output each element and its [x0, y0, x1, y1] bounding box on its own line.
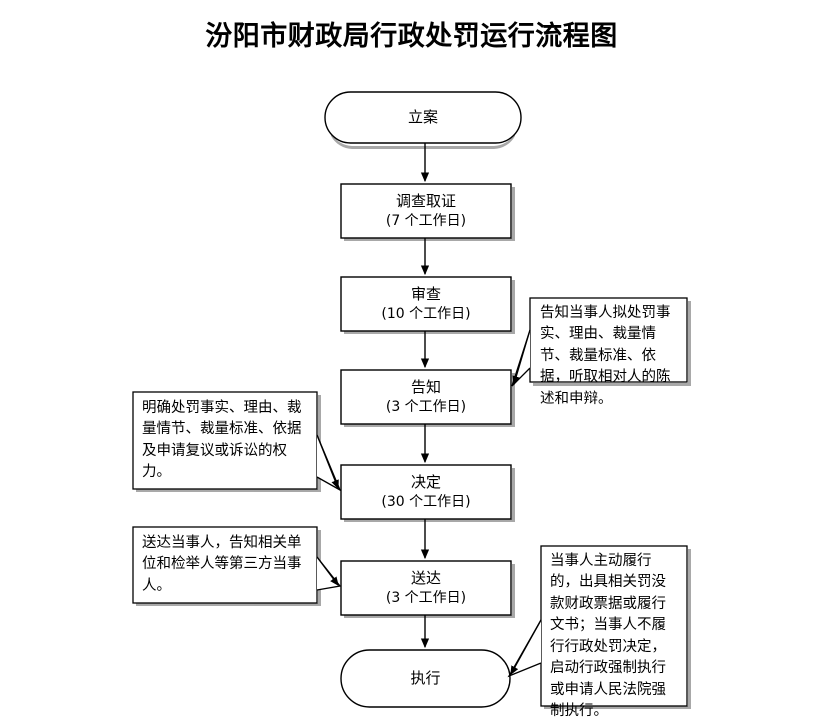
node-songDa[interactable]: 送达 (3 个工作日) — [341, 569, 511, 607]
node-duration-songDa: (3 个工作日) — [385, 589, 467, 606]
node-liAn[interactable]: 立案 — [325, 108, 521, 128]
node-label-zhiXing: 执行 — [410, 669, 441, 687]
node-label-songDa: 送达 — [410, 569, 441, 587]
node-zhiXing[interactable]: 执行 — [341, 669, 510, 689]
node-label-liAn: 立案 — [407, 108, 438, 126]
node-duration-diaoChaQuZheng: (7 个工作日) — [385, 212, 467, 229]
note-text-note-jueding: 明确处罚事实、理由、裁量情节、裁量标准、依据及申请复议或诉讼的权力。 — [142, 400, 302, 481]
note-tail-note-gaozhi — [511, 329, 531, 387]
page-title: 汾阳市财政局行政处罚运行流程图 — [205, 21, 618, 52]
node-diaoChaQuZheng[interactable]: 调查取证 (7 个工作日) — [341, 192, 511, 230]
note-text-note-gaozhi: 告知当事人拟处罚事实、理由、裁量情节、裁量标准、依据，听取相对人的陈述和申辩。 — [540, 305, 671, 407]
node-gaoZhi[interactable]: 告知 (3 个工作日) — [341, 378, 511, 416]
node-jueDing[interactable]: 决定 (30 个工作日) — [341, 473, 511, 511]
node-label-jueDing: 决定 — [410, 473, 441, 491]
node-duration-gaoZhi: (3 个工作日) — [385, 398, 467, 415]
node-shenCha[interactable]: 审查 (10 个工作日) — [341, 285, 511, 323]
note-text-note-zhixing: 当事人主动履行的，出具相关罚没款财政票据或履行文书；当事人不履行行政处罚决定，启… — [550, 553, 666, 720]
note-tail-note-songda — [316, 556, 342, 591]
node-duration-jueDing: (30 个工作日) — [381, 493, 471, 510]
note-tail-note-jueding — [316, 434, 342, 492]
note-text-note-songda: 送达当事人，告知相关单位和检举人等第三方当事人。 — [142, 535, 302, 594]
node-label-shenCha: 审查 — [410, 285, 441, 303]
node-label-diaoChaQuZheng: 调查取证 — [395, 192, 456, 210]
node-label-gaoZhi: 告知 — [410, 378, 441, 396]
note-tail-note-zhixing — [507, 619, 542, 678]
node-duration-shenCha: (10 个工作日) — [381, 305, 471, 322]
